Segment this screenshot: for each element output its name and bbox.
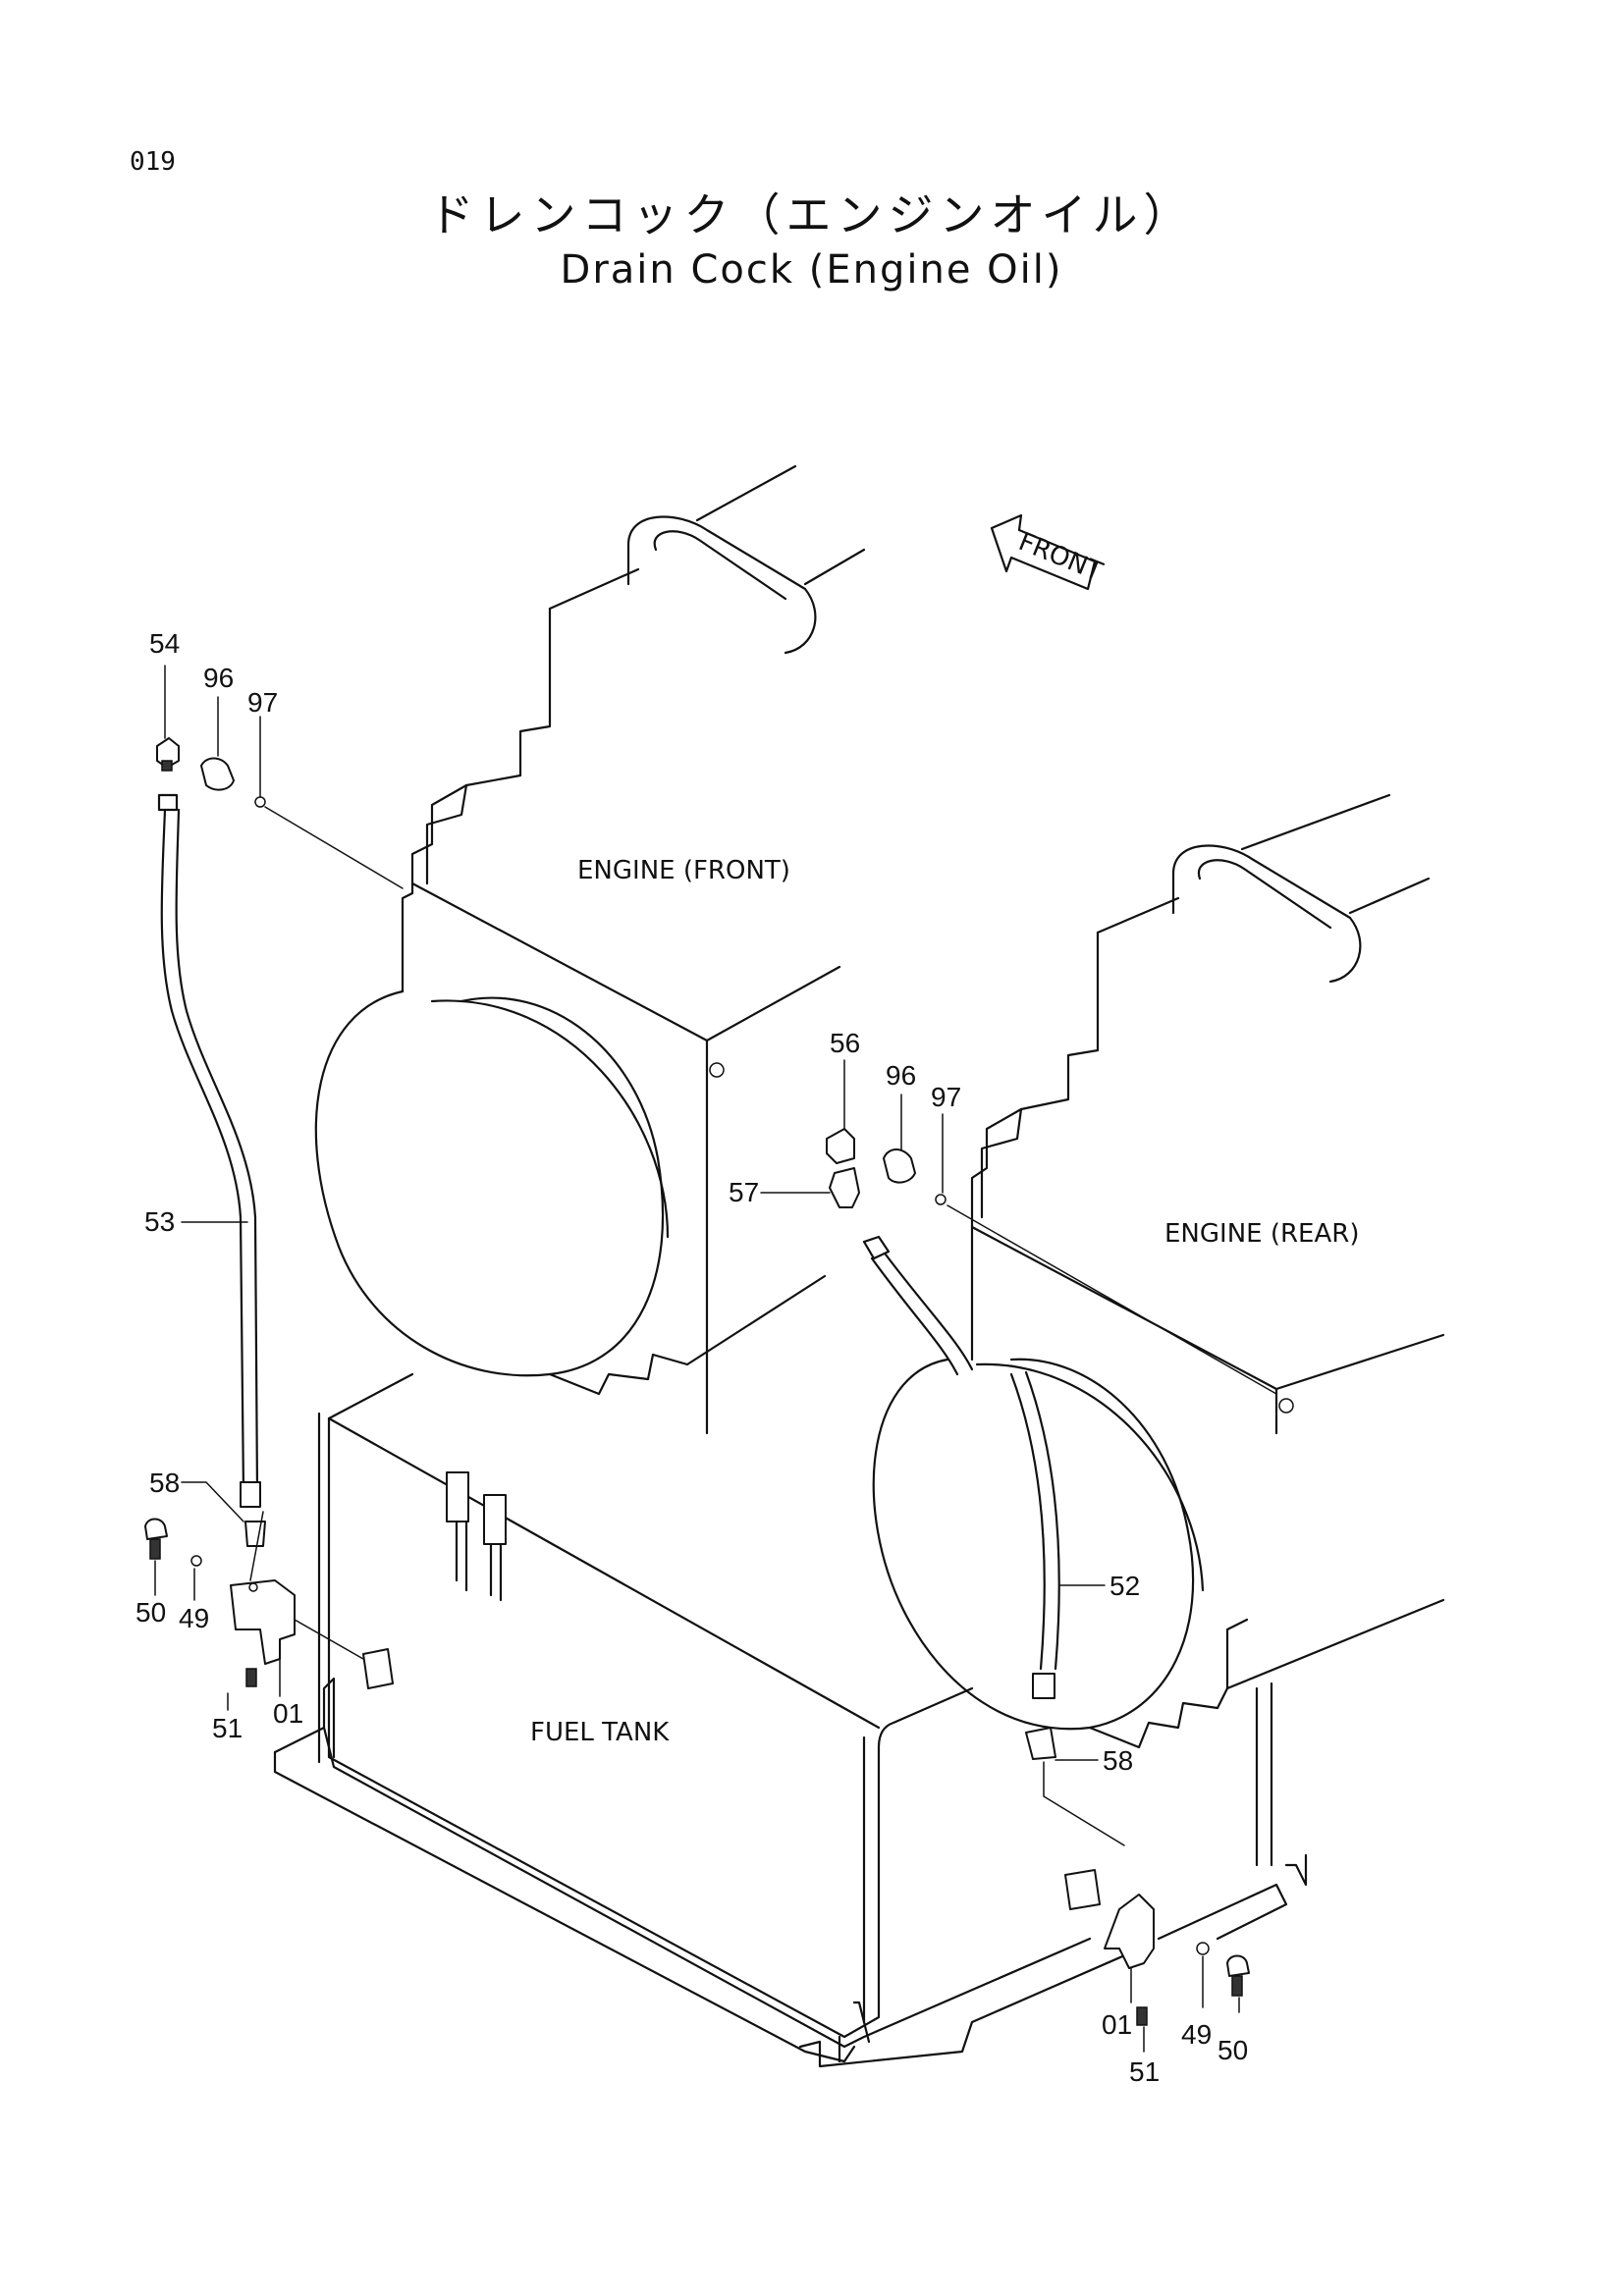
callout-56-right: 56 — [830, 1028, 860, 1058]
left-drain-assembly — [144, 737, 394, 1689]
callout-96-right: 96 — [886, 1060, 916, 1091]
engine-rear: ENGINE (REAR) — [872, 793, 1445, 1867]
callout-58-left: 58 — [149, 1468, 180, 1498]
front-arrow: FRONT — [990, 513, 1107, 591]
engine-front: ENGINE (FRONT) — [314, 464, 866, 1435]
title-english: Drain Cock (Engine Oil) — [560, 247, 1063, 293]
fuel-tank-label: FUEL TANK — [530, 1718, 670, 1747]
callout-numbers: 54 96 97 53 58 50 49 01 51 56 96 97 57 5… — [135, 628, 1248, 2087]
callout-50-right: 50 — [1217, 2035, 1248, 2065]
right-drain-assembly — [826, 1128, 1250, 2026]
callout-51-left: 51 — [212, 1713, 243, 1743]
callout-53-left: 53 — [144, 1206, 175, 1237]
engine-rear-label: ENGINE (REAR) — [1164, 1219, 1359, 1249]
callout-49-right: 49 — [1181, 2019, 1212, 2050]
callout-52-right: 52 — [1109, 1571, 1140, 1601]
callout-57-right: 57 — [729, 1177, 759, 1207]
page-number: 019 — [130, 147, 176, 177]
callout-58-right: 58 — [1103, 1745, 1133, 1776]
callout-50-left: 50 — [135, 1597, 166, 1628]
callout-97-left: 97 — [247, 687, 278, 718]
callout-49-left: 49 — [179, 1603, 209, 1633]
engine-front-label: ENGINE (FRONT) — [577, 856, 790, 885]
title-japanese: ドレンコック（エンジンオイル） — [428, 188, 1195, 241]
callout-97-right: 97 — [931, 1082, 961, 1112]
callout-54-left: 54 — [149, 628, 180, 659]
fuel-tank: FUEL TANK — [273, 1372, 1308, 2068]
callout-96-left: 96 — [203, 663, 234, 693]
callout-01-left: 01 — [273, 1698, 303, 1729]
callout-51-right: 51 — [1129, 2056, 1160, 2087]
callout-leaders — [154, 665, 1277, 2053]
callout-01-right: 01 — [1102, 2009, 1132, 2040]
